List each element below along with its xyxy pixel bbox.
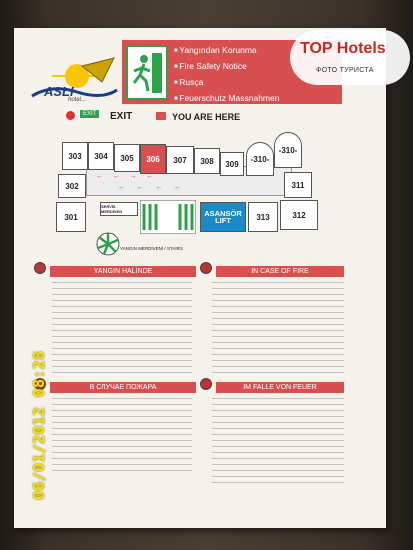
sun-logo-icon	[31, 57, 118, 98]
no-entry-icon	[66, 111, 75, 120]
exit-chip: EXIT	[80, 110, 100, 118]
room-306: 306	[140, 144, 166, 174]
german-instructions	[212, 398, 344, 488]
room-310-a: -310-	[246, 142, 274, 176]
running-man-exit-icon	[126, 45, 168, 100]
room-310-b: -310-	[274, 132, 302, 168]
title-english: Fire Safety Notice	[174, 61, 247, 71]
brand-name: ASLI	[44, 84, 74, 99]
room-305: 305	[114, 144, 140, 172]
section-head-russian: В СЛУЧАЕ ПОЖАРА	[50, 382, 196, 393]
escape-arrow-icon: ← ← ← ←	[118, 184, 182, 191]
service-stairs: SERVİS MERDİVEN	[100, 202, 138, 216]
you-are-here-label: YOU ARE HERE	[172, 112, 241, 122]
title-german: Feuerschutz Massnahmen	[174, 93, 279, 103]
fire-hazard-icon	[200, 262, 212, 274]
room-308: 308	[194, 148, 220, 174]
room-302: 302	[58, 174, 86, 198]
room-304: 304	[88, 142, 114, 170]
floor-plan: 303 304 305 306 307 308 309 -310- -310- …	[52, 128, 322, 258]
section-head-turkish: YANGIN HALİNDE	[50, 266, 196, 277]
section-head-german: IM FALLE VON FEUER	[216, 382, 344, 393]
room-301: 301	[56, 202, 86, 232]
watermark-main: TOP Hotels	[300, 40, 386, 57]
escape-arrow-icon: ← ← → ←	[96, 173, 154, 180]
stairs-icon	[140, 200, 196, 234]
english-instructions	[212, 282, 344, 374]
russian-instructions	[52, 398, 192, 472]
title-russian: Rusça	[174, 77, 203, 87]
lift: ASANSÖR LIFT	[200, 202, 246, 232]
you-are-here-marker	[156, 112, 166, 120]
room-309: 309	[220, 152, 244, 176]
spiral-stairs-icon	[96, 232, 120, 256]
brand-subtitle: hotel...	[68, 97, 87, 103]
camera-date-stamp: 06/01/2012 08:28	[30, 350, 48, 500]
stairs-label: YANGIN MERDİVENİ / STAIRS	[120, 246, 183, 251]
room-313: 313	[248, 202, 278, 232]
fire-hazard-icon	[34, 378, 46, 390]
room-312: 312	[280, 200, 318, 230]
fire-hazard-icon	[34, 262, 46, 274]
watermark-badge	[290, 30, 410, 85]
room-311: 311	[284, 172, 312, 198]
exit-label: EXIT	[110, 111, 133, 122]
title-turkish: Yangından Korunma	[174, 45, 256, 55]
section-head-english: IN CASE OF FIRE	[216, 266, 344, 277]
room-307: 307	[166, 146, 194, 174]
room-303: 303	[62, 142, 88, 170]
watermark-sub: ФОТО ТУРИСТА	[316, 67, 374, 74]
fire-hazard-icon	[200, 378, 212, 390]
turkish-instructions	[52, 282, 192, 374]
